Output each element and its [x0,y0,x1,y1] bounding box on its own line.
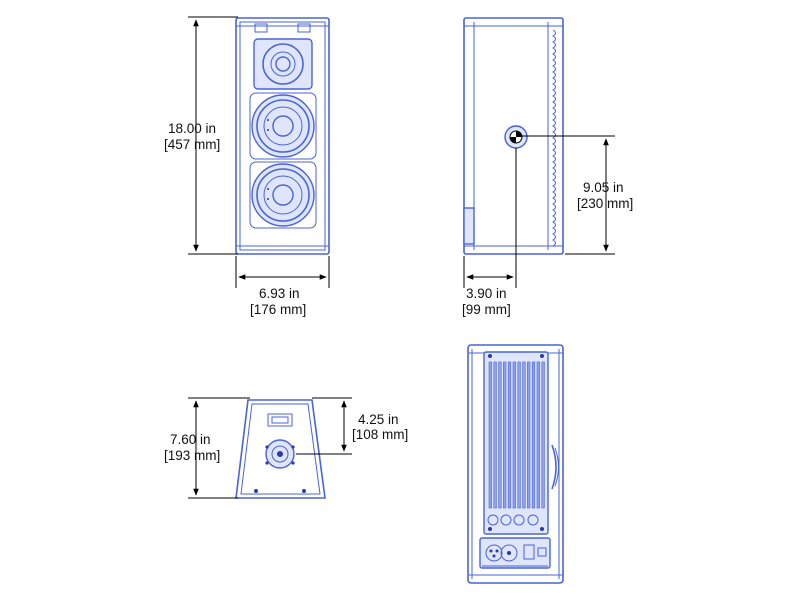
mount-height-dimension: 9.05 in [230 mm] [522,135,633,255]
bottom-view [235,399,326,499]
heatsink-fin [541,361,545,509]
bottom-depth-imperial-label: 7.60 in [170,432,211,447]
height-dimension: 18.00 in [457 mm] [164,16,238,255]
bottom-depth-dimension: 7.60 in [193 mm] [164,397,250,499]
side-view [463,17,564,255]
width-dimension: 6.93 in [176 mm] [235,256,330,317]
height-metric-label: [457 mm] [164,137,220,152]
woofer-upper [249,92,317,160]
tweeter [253,38,313,90]
height-imperial-label: 18.00 in [168,121,216,136]
width-metric-label: [176 mm] [250,302,306,317]
connector-panel [479,537,551,569]
heatsink-fin [512,361,516,509]
depth-imperial-label: 3.90 in [466,286,507,301]
depth-metric-label: [99 mm] [462,302,511,317]
depth-dimension: 3.90 in [99 mm] [462,148,517,317]
mount-offset-imperial-label: 4.25 in [358,412,399,427]
heatsink-fin [488,361,492,509]
heatsink [483,351,549,535]
heatsink-fin [522,361,526,509]
width-imperial-label: 6.93 in [259,286,300,301]
heatsink-fin [517,361,521,509]
heatsink-fin [531,361,536,509]
mount-height-metric-label: [230 mm] [577,196,633,211]
mount-height-imperial-label: 9.05 in [583,180,624,195]
bottom-depth-metric-label: [193 mm] [164,448,220,463]
heatsink-fin [493,361,497,509]
mount-offset-dimension: 4.25 in [108 mm] [296,397,408,455]
woofer-lower [249,161,317,229]
front-view [235,17,330,255]
heatsink-fin [507,361,512,509]
side-fins [552,29,556,247]
mount-offset-metric-label: [108 mm] [352,427,408,442]
heatsink-fin [527,361,531,509]
rear-view [467,344,564,584]
heatsink-fin [503,361,507,509]
heatsink-fin [536,361,540,509]
heatsink-fin [498,361,502,509]
mount-point [504,125,528,149]
